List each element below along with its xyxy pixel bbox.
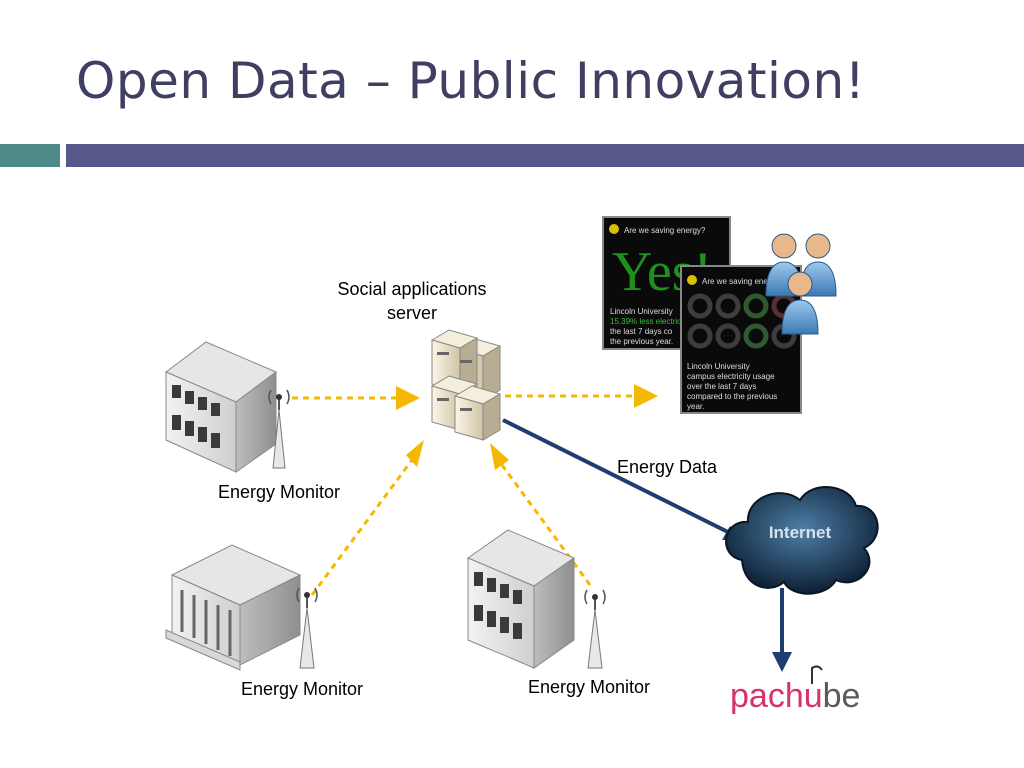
users-icon <box>765 233 837 335</box>
svg-text:compared to the previous: compared to the previous <box>687 392 777 401</box>
bulb-icon <box>687 275 697 285</box>
app-screen-back: Are we saving energy? Yes! Lincoln Unive… <box>602 216 731 350</box>
building-3-icon <box>466 529 576 669</box>
energy-monitor-label-3: Energy Monitor <box>528 677 651 697</box>
svg-text:Lincoln University: Lincoln University <box>687 362 750 371</box>
svg-text:year.: year. <box>687 402 704 411</box>
svg-text:over the last 7 days: over the last 7 days <box>687 382 756 391</box>
pachube-logo: pachube <box>730 665 860 715</box>
svg-text:15.39% less electricity: 15.39% less electricity <box>610 317 689 326</box>
arrow-building3-to-server <box>500 464 592 586</box>
energy-monitor-label-2: Energy Monitor <box>241 679 364 699</box>
svg-text:Are we saving energy?: Are we saving energy? <box>624 226 706 235</box>
building-2-icon <box>165 544 302 671</box>
arrow-server-to-internet <box>502 418 741 540</box>
energy-monitor-label-1: Energy Monitor <box>218 482 341 502</box>
server-unit-bottom-right <box>453 385 502 441</box>
server-icon <box>430 329 502 441</box>
server-label: Social applications server <box>318 277 506 325</box>
slide-title: Open Data – Public Innovation! <box>76 52 866 110</box>
svg-text:Are we saving energy?: Are we saving energy? <box>702 277 784 286</box>
building-1-icon <box>165 341 277 473</box>
server-label-line2: server <box>386 303 437 323</box>
server-label-line1: Social applications <box>337 279 487 299</box>
internet-cloud-icon: Internet <box>725 486 879 595</box>
svg-text:campus electricity usage: campus electricity usage <box>687 372 775 381</box>
svg-text:Lincoln University: Lincoln University <box>610 307 673 316</box>
dotted-arrow-heads <box>396 384 658 470</box>
svg-text:the last 7 days co: the last 7 days co <box>610 327 673 336</box>
user-icon <box>781 271 819 335</box>
svg-text:the previous year.: the previous year. <box>610 337 673 346</box>
antenna-2-icon <box>296 587 318 669</box>
energy-data-label: Energy Data <box>617 457 718 477</box>
pachube-wordmark: pachube <box>730 677 860 715</box>
title-accent-bar <box>0 144 60 167</box>
antenna-1-icon <box>268 389 290 469</box>
bulb-icon <box>609 224 619 234</box>
antenna-3-icon <box>584 589 606 669</box>
title-underline-bar <box>66 144 1024 167</box>
svg-text:Internet: Internet <box>769 523 832 542</box>
dotted-arrows <box>292 394 632 596</box>
arrow-building2-to-server <box>310 459 414 596</box>
